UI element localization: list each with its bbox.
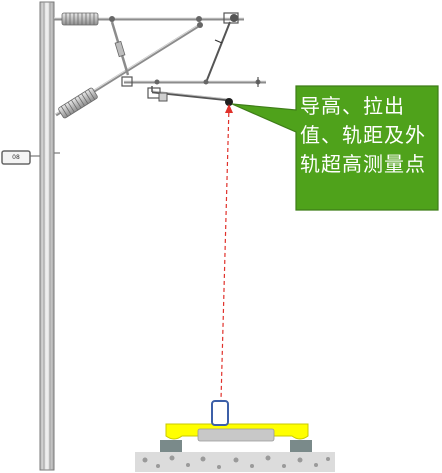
contact-point (225, 98, 233, 106)
registration-tube (121, 76, 266, 87)
hanger-rod (206, 21, 231, 81)
measurement-trolley (135, 400, 335, 472)
callout-label: 导高、拉出值、轨距及外轨超高测量点 (300, 94, 426, 176)
support-strut (110, 21, 130, 76)
upper-insulator (61, 12, 99, 26)
lower-insulator (58, 87, 98, 119)
left-rail-wheel (160, 440, 182, 452)
pole-number-label: 08 (12, 154, 20, 161)
steady-arm (147, 86, 229, 102)
callout-box (231, 85, 439, 211)
mast-pole (39, 1, 55, 471)
right-rail-wheel (290, 440, 312, 452)
sensor-unit (211, 400, 229, 426)
upper-cantilever-arm (54, 12, 244, 24)
pole-number-tag (1, 150, 60, 165)
measurement-line (220, 104, 233, 401)
